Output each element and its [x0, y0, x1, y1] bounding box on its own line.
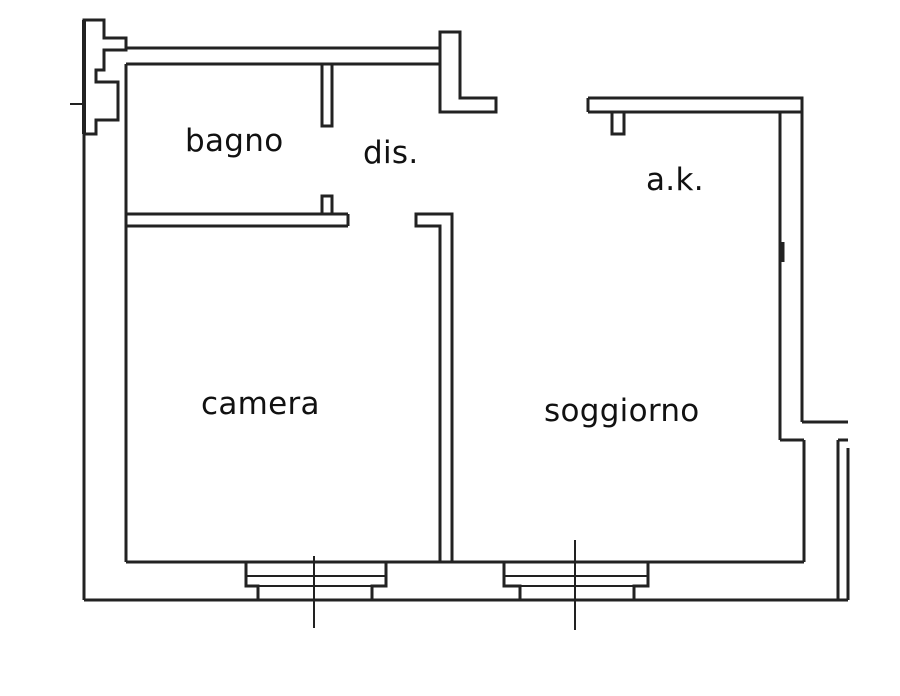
outer-bottom-wall [124, 560, 848, 602]
bagno-camera-wall [126, 194, 350, 228]
window-camera [244, 556, 388, 628]
window-soggiorno [502, 540, 650, 630]
top-wall [126, 30, 498, 114]
room-label-camera: camera [201, 386, 320, 422]
room-label-dis: dis. [363, 135, 419, 171]
kitchen-top-wall [586, 96, 804, 136]
outer-left-wall [70, 18, 128, 602]
room-label-ak: a.k. [646, 162, 704, 198]
bagno-stub-wall [320, 62, 334, 128]
camera-soggiorno-wall [414, 212, 454, 564]
outer-right-wall [778, 98, 850, 600]
room-label-soggiorno: soggiorno [544, 393, 700, 429]
room-label-bagno: bagno [185, 123, 284, 159]
